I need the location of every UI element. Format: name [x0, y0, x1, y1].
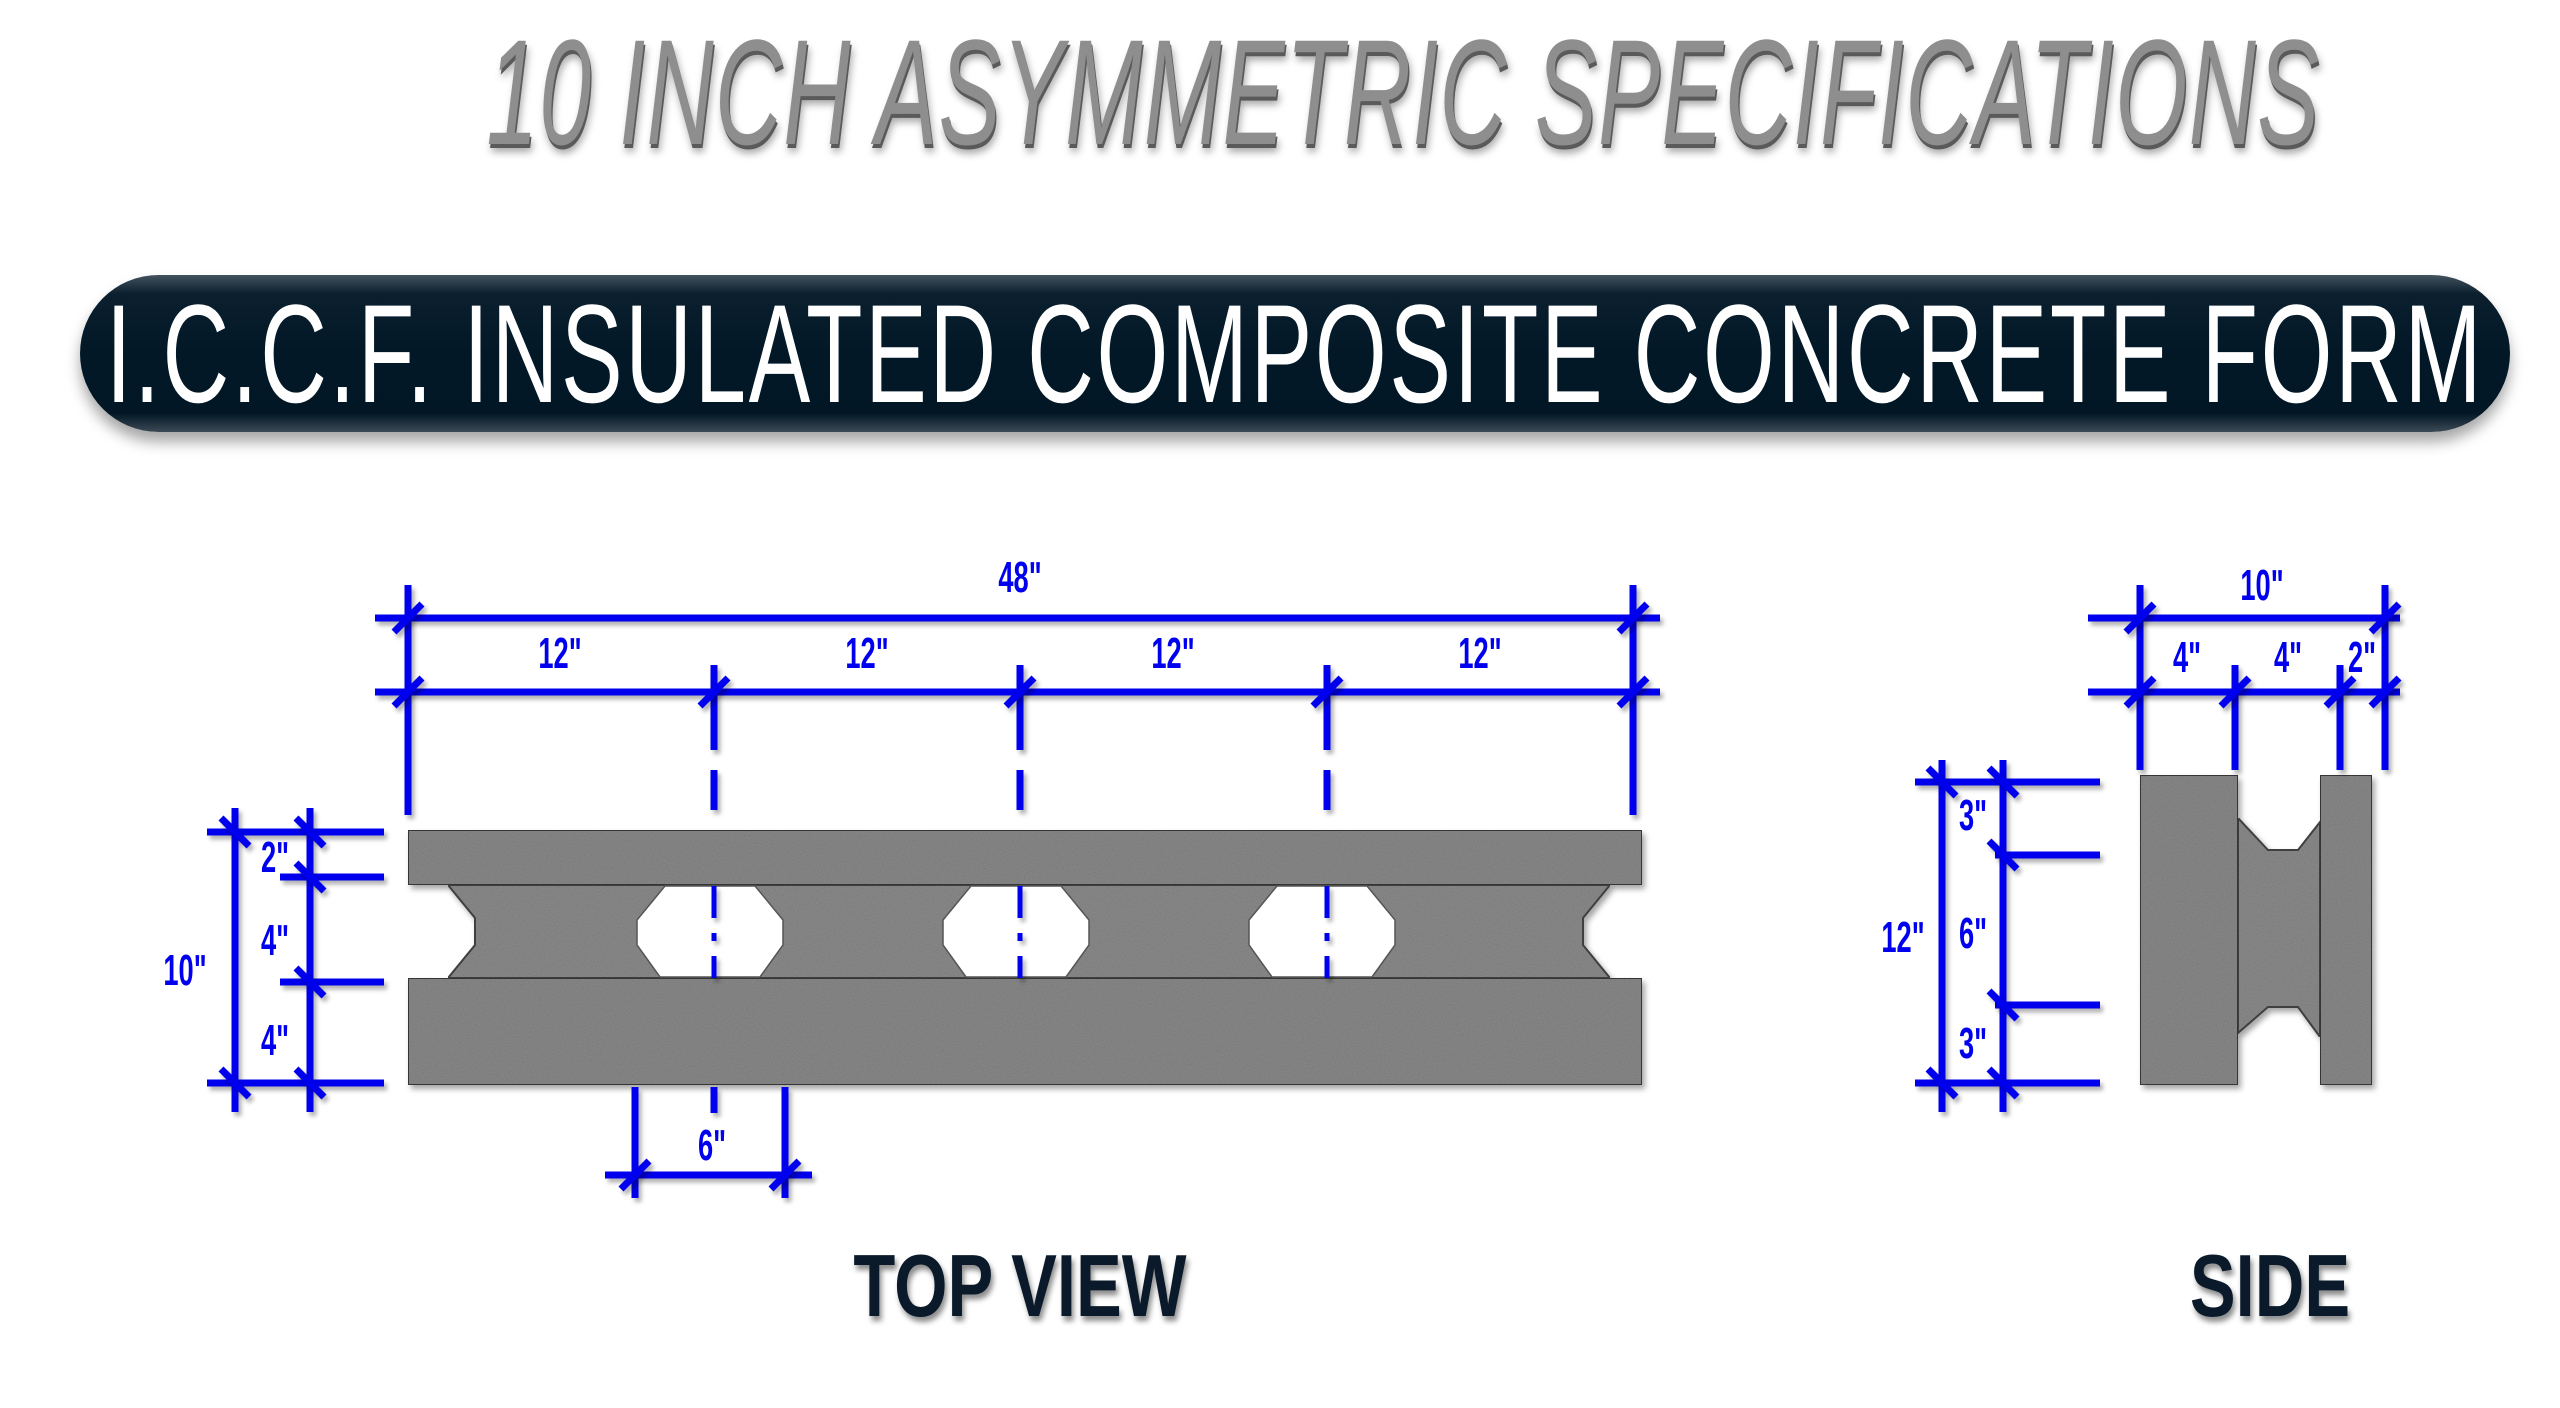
- dimension-tick: [768, 1158, 802, 1192]
- dimension-ticks: [218, 601, 2402, 1192]
- label-width-segment: 4": [261, 1015, 289, 1064]
- face-panel-top: [407, 829, 1643, 886]
- side-panel-left: [2139, 774, 2239, 1086]
- dimension-tick: [2368, 675, 2402, 709]
- label-opening-width: 6": [698, 1120, 726, 1169]
- core-opening: [1248, 885, 1396, 978]
- banner-title: I.C.C.F. INSULATED COMPOSITE CONCRETE FO…: [105, 274, 2485, 432]
- core-opening: [942, 885, 1090, 978]
- label-overall-length: 48": [998, 552, 1041, 601]
- dimension-tick: [293, 1066, 327, 1100]
- label-side-height-segment: 3": [1959, 790, 1987, 839]
- page-title: 10 INCH ASYMMETRIC SPECIFICATIONS: [486, 8, 2321, 176]
- dimension-tick: [293, 965, 327, 999]
- dimension-tick: [2368, 601, 2402, 635]
- side-panel-right: [2319, 774, 2373, 1086]
- side-web: [2237, 815, 2321, 1041]
- dimension-tick: [293, 860, 327, 894]
- dimension-tick: [1986, 838, 2020, 872]
- dimension-tick: [2123, 601, 2157, 635]
- label-side-width-segment: 4": [2173, 632, 2201, 681]
- label-side-height-segment: 6": [1959, 908, 1987, 957]
- label-segment: 12": [538, 628, 581, 677]
- core-opening: [636, 885, 784, 978]
- dimension-tick: [1986, 988, 2020, 1022]
- dimension-tick: [697, 675, 731, 709]
- label-side-width-segment: 2": [2348, 632, 2376, 681]
- label-width-segment: 4": [261, 915, 289, 964]
- dimension-tick: [218, 815, 252, 849]
- dimension-tick: [1925, 765, 1959, 799]
- dimension-tick: [2323, 675, 2357, 709]
- dimension-tick: [1003, 675, 1037, 709]
- face-panel-bottom: [407, 977, 1643, 1086]
- label-side-width-segment: 4": [2274, 632, 2302, 681]
- dimension-tick: [1616, 675, 1650, 709]
- dimension-tick: [1986, 1066, 2020, 1100]
- label-segment: 12": [845, 628, 888, 677]
- label-width-segment: 2": [261, 832, 289, 881]
- dimension-tick: [618, 1158, 652, 1192]
- label-segment: 12": [1458, 628, 1501, 677]
- dimension-tick: [391, 601, 425, 635]
- label-segment: 12": [1151, 628, 1194, 677]
- top-view-label: TOP VIEW: [853, 1236, 1187, 1335]
- dimension-labels: 48" 12" 12" 12" 12" 10" 2" 4" 4" 6" 10" …: [163, 552, 2376, 1169]
- label-side-width: 10": [2240, 560, 2283, 609]
- core-openings: [636, 885, 1396, 978]
- dimension-tick: [391, 675, 425, 709]
- dimension-tick: [1310, 675, 1344, 709]
- label-side-height-segment: 3": [1959, 1018, 1987, 1067]
- label-side-height: 12": [1881, 912, 1924, 961]
- label-overall-width: 10": [163, 945, 206, 994]
- product-banner: I.C.C.F. INSULATED COMPOSITE CONCRETE FO…: [80, 275, 2510, 432]
- side-view-block: [2139, 774, 2373, 1086]
- side-view-label: SIDE: [2189, 1236, 2351, 1335]
- dimension-tick: [1925, 1066, 1959, 1100]
- dimension-tick: [293, 815, 327, 849]
- dimension-tick: [1616, 601, 1650, 635]
- dimension-tick: [2218, 675, 2252, 709]
- dimension-tick: [218, 1066, 252, 1100]
- dimension-tick: [2123, 675, 2157, 709]
- dimension-tick: [1986, 765, 2020, 799]
